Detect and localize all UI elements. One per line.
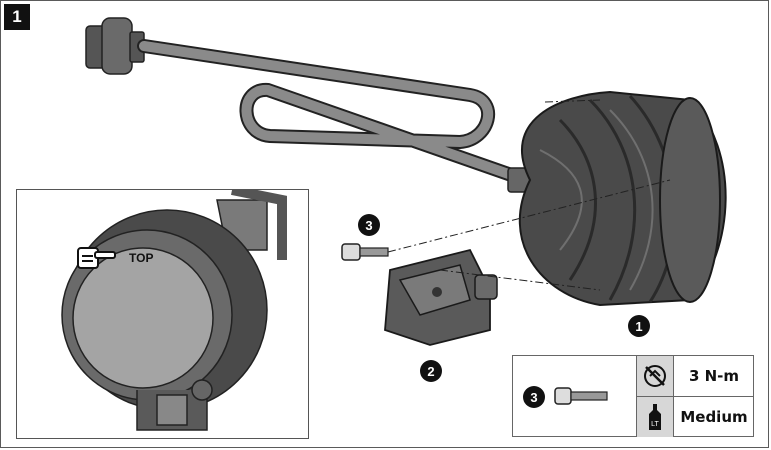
threadlock-bottle-icon: LT [637,397,674,437]
step-number-badge: 1 [4,4,30,30]
spec-divider [636,356,637,436]
callout-bolt: 3 [358,214,380,236]
pointing-hand-icon [77,244,117,270]
power-cable [137,39,527,185]
front-view-illustration [61,190,287,431]
torque-spec-box: 3 3 N-m LT Medium [512,355,754,437]
torque-value: 3 N-m [688,367,740,385]
threadlock-row: LT Medium [637,397,754,437]
callout-lamp: 1 [628,315,650,337]
spec-bolt-callout: 3 [523,386,545,408]
assembly-guide-lines [387,99,671,291]
svg-text:LT: LT [651,421,659,428]
torque-row: 3 N-m [637,356,754,397]
orientation-inset: TOP [16,189,309,439]
mounting-bolt [341,243,389,261]
threadlock-value: Medium [680,408,748,426]
bolt-icon [554,387,608,405]
connector-plug [85,17,145,75]
callout-bracket: 2 [420,360,442,382]
fog-lamp-housing [518,90,727,307]
mounting-bracket [384,248,498,346]
top-orientation-label: TOP [129,251,154,265]
no-impact-wrench-icon [637,356,674,396]
